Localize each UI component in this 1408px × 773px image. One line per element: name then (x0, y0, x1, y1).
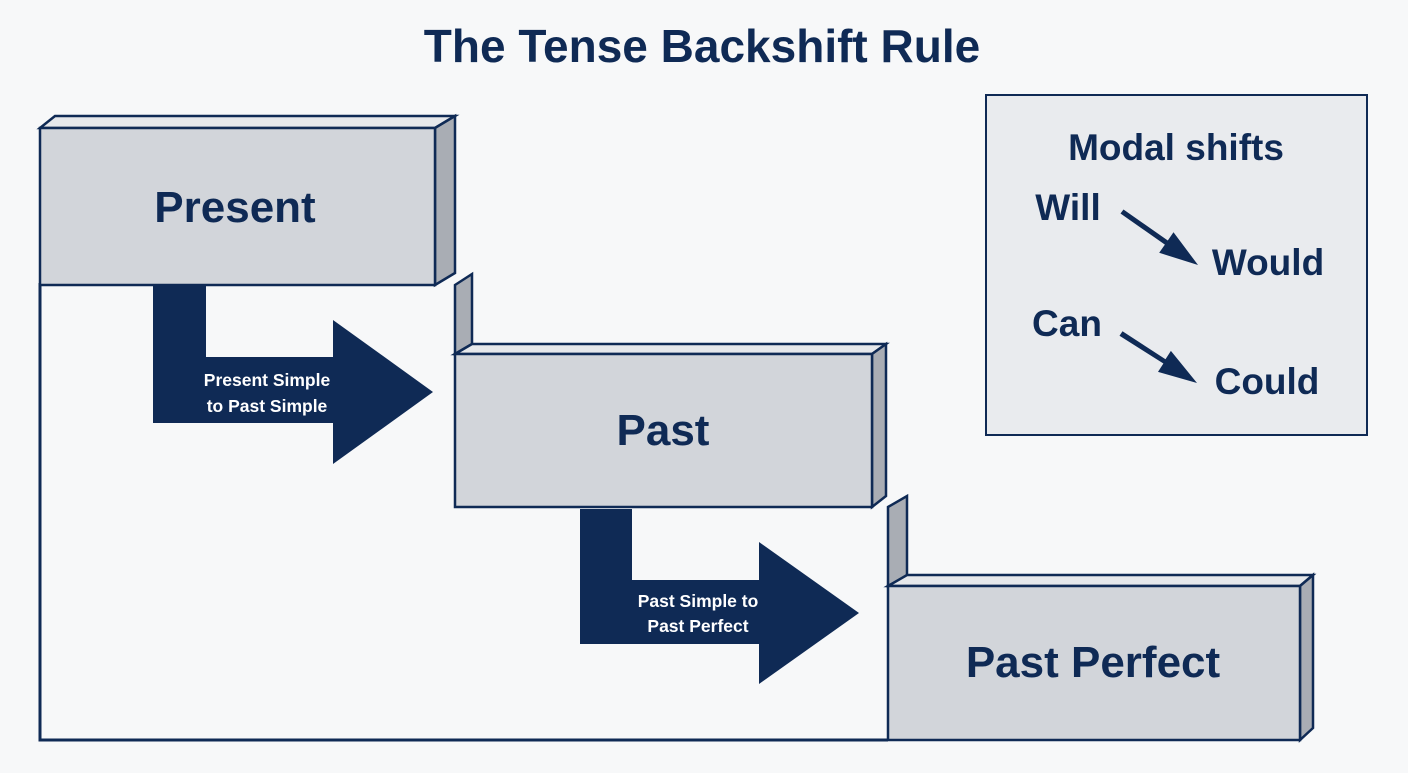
transition-2-line1: Past Simple to (638, 591, 759, 611)
step-past-perfect-label: Past Perfect (966, 638, 1221, 687)
step-past-perfect: Past Perfect (883, 572, 1317, 743)
step-present: Present (36, 113, 460, 288)
transition-2-line2: Past Perfect (647, 616, 748, 636)
riser-1 (453, 271, 474, 357)
step-past-perfect-top (883, 573, 1317, 588)
step-past-perfect-face (886, 584, 1302, 742)
modal-from-can: Can (1032, 303, 1102, 344)
step-present-top (36, 114, 460, 130)
modal-from-will: Will (1035, 187, 1100, 228)
riser-2 (886, 493, 909, 589)
modal-to-could: Could (1215, 361, 1320, 402)
step-past-face (453, 352, 874, 509)
step-past-perfect-side (1298, 572, 1315, 743)
transition-arrow-2: Past Simple to Past Perfect (580, 509, 859, 684)
diagram-title: The Tense Backshift Rule (424, 20, 980, 72)
step-present-side (433, 113, 457, 288)
arrow-shape-2 (580, 509, 859, 684)
arrow-down-right-icon (1120, 209, 1198, 265)
transition-arrow-1: Present Simple to Past Simple (153, 286, 433, 464)
modal-panel-title: Modal shifts (1068, 127, 1284, 168)
step-past-side (870, 341, 888, 510)
step-past-top (450, 342, 890, 356)
step-present-label: Present (154, 183, 316, 232)
step-present-face (38, 126, 437, 287)
modal-shifts-panel: Modal shifts Will Would Can Could (985, 94, 1368, 436)
modal-to-would: Would (1212, 242, 1324, 283)
transition-1-line2: to Past Simple (207, 396, 328, 416)
modal-panel-box (985, 94, 1368, 436)
step-past: Past (450, 341, 890, 510)
transition-1-line1: Present Simple (204, 370, 331, 390)
arrow-down-right-icon (1119, 331, 1197, 383)
step-past-label: Past (617, 406, 710, 455)
arrow-shape-1 (153, 286, 433, 464)
staircase-outline (38, 283, 888, 742)
